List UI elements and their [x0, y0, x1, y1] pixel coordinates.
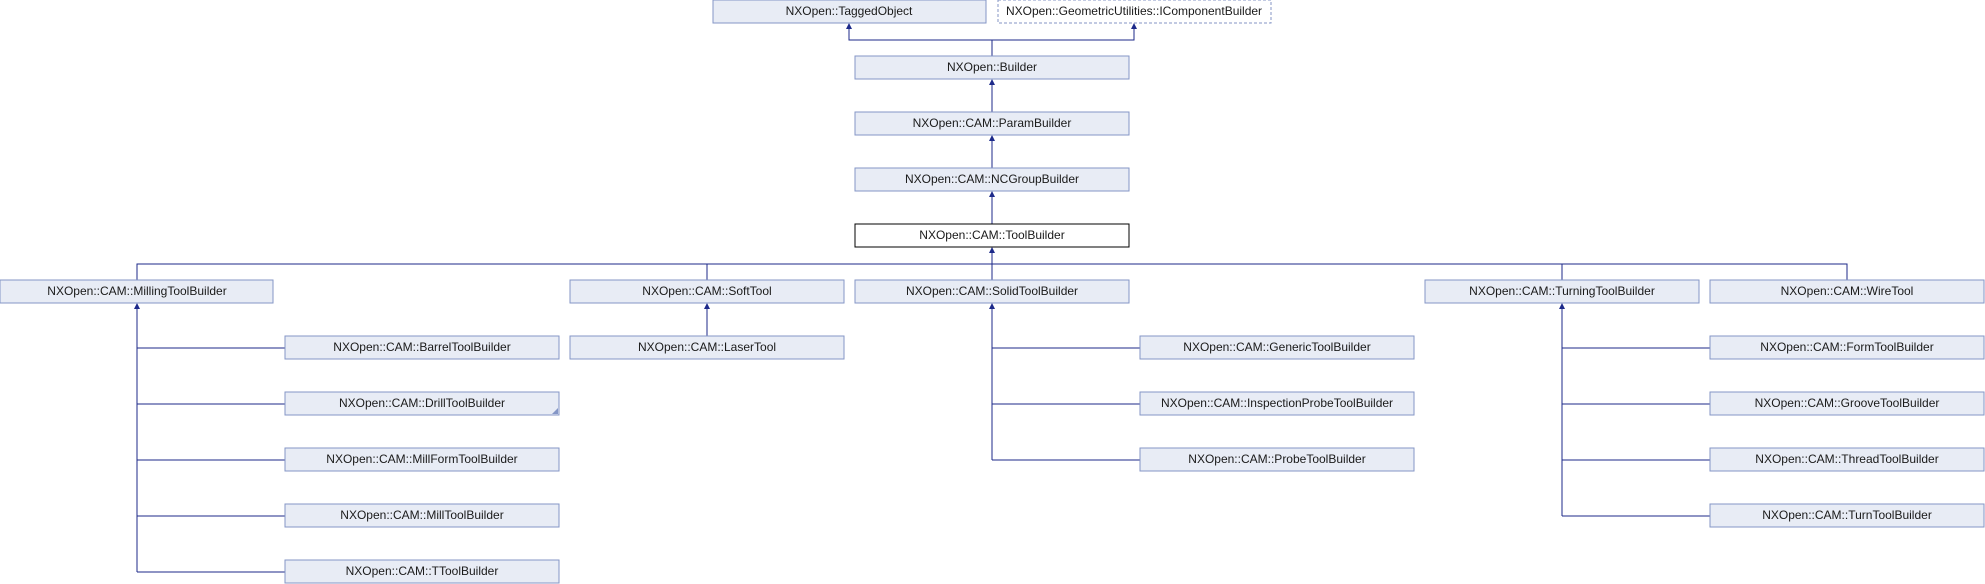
- node-soft-tool[interactable]: NXOpen::CAM::SoftTool: [569, 279, 845, 304]
- node-turning-tool-builder[interactable]: NXOpen::CAM::TurningToolBuilder: [1424, 279, 1700, 304]
- inheritance-edges: [134, 23, 1848, 573]
- node-label: NXOpen::CAM::DrillToolBuilder: [339, 396, 505, 410]
- node-builder[interactable]: NXOpen::Builder: [854, 55, 1130, 80]
- node-label: NXOpen::CAM::SolidToolBuilder: [906, 284, 1078, 298]
- edge-builder-to-icomponentbuilder: [992, 25, 1135, 41]
- node-label: NXOpen::CAM::TurningToolBuilder: [1469, 284, 1655, 298]
- more-children-marker: [552, 408, 558, 414]
- arrowhead-builder: [989, 79, 995, 85]
- node-label: NXOpen::CAM::GenericToolBuilder: [1183, 340, 1370, 354]
- node-form-tool-builder[interactable]: NXOpen::CAM::FormToolBuilder: [1709, 335, 1985, 360]
- node-label: NXOpen::CAM::MillToolBuilder: [340, 508, 503, 522]
- arrowhead-icomponentbuilder: [1131, 23, 1137, 29]
- node-label: NXOpen::CAM::GrooveToolBuilder: [1755, 396, 1940, 410]
- node-label: NXOpen::CAM::FormToolBuilder: [1760, 340, 1933, 354]
- arrowhead-softtool: [704, 303, 710, 309]
- node-milling-tool-builder[interactable]: NXOpen::CAM::MillingToolBuilder: [0, 279, 274, 304]
- node-label: NXOpen::CAM::MillingToolBuilder: [47, 284, 226, 298]
- node-label: NXOpen::CAM::LaserTool: [638, 340, 776, 354]
- node-inspection-probe-tool-builder[interactable]: NXOpen::CAM::InspectionProbeToolBuilder: [1139, 391, 1415, 416]
- node-generic-tool-builder[interactable]: NXOpen::CAM::GenericToolBuilder: [1139, 335, 1415, 360]
- node-label: NXOpen::CAM::BarrelToolBuilder: [333, 340, 510, 354]
- node-tool-builder-current: NXOpen::CAM::ToolBuilder: [854, 223, 1130, 248]
- node-probe-tool-builder[interactable]: NXOpen::CAM::ProbeToolBuilder: [1139, 447, 1415, 472]
- node-label: NXOpen::TaggedObject: [786, 4, 913, 18]
- node-label: NXOpen::CAM::TurnToolBuilder: [1762, 508, 1932, 522]
- arrowhead-solidtoolbuilder: [989, 303, 995, 309]
- node-laser-tool[interactable]: NXOpen::CAM::LaserTool: [569, 335, 845, 360]
- node-turn-tool-builder[interactable]: NXOpen::CAM::TurnToolBuilder: [1709, 503, 1985, 528]
- arrowhead-ncgroupbuilder: [989, 191, 995, 197]
- node-icomponent-builder: NXOpen::GeometricUtilities::IComponentBu…: [997, 0, 1272, 24]
- node-wire-tool[interactable]: NXOpen::CAM::WireTool: [1709, 279, 1985, 304]
- node-groove-tool-builder[interactable]: NXOpen::CAM::GrooveToolBuilder: [1709, 391, 1985, 416]
- node-label: NXOpen::CAM::SoftTool: [642, 284, 771, 298]
- arrowhead-turningtoolbuilder: [1559, 303, 1565, 309]
- node-label: NXOpen::CAM::InspectionProbeToolBuilder: [1161, 396, 1393, 410]
- node-label: NXOpen::CAM::MillFormToolBuilder: [326, 452, 517, 466]
- node-label: NXOpen::CAM::ParamBuilder: [913, 116, 1072, 130]
- node-label: NXOpen::CAM::TToolBuilder: [346, 564, 499, 578]
- node-label: NXOpen::Builder: [947, 60, 1037, 74]
- node-tagged-object[interactable]: NXOpen::TaggedObject: [712, 0, 987, 24]
- node-barrel-tool-builder[interactable]: NXOpen::CAM::BarrelToolBuilder: [284, 335, 560, 360]
- edge-builder-to-taggedobject: [848, 25, 993, 56]
- node-label: NXOpen::GeometricUtilities::IComponentBu…: [1006, 4, 1262, 18]
- node-mill-tool-builder[interactable]: NXOpen::CAM::MillToolBuilder: [284, 503, 560, 528]
- arrowhead-taggedobject: [846, 23, 852, 29]
- node-drill-tool-builder[interactable]: NXOpen::CAM::DrillToolBuilder: [284, 391, 560, 416]
- node-label: NXOpen::CAM::NCGroupBuilder: [905, 172, 1079, 186]
- arrowhead-toolbuilder: [989, 247, 995, 253]
- arrowhead-parambuilder: [989, 135, 995, 141]
- node-mill-form-tool-builder[interactable]: NXOpen::CAM::MillFormToolBuilder: [284, 447, 560, 472]
- node-label: NXOpen::CAM::ToolBuilder: [919, 228, 1064, 242]
- node-t-tool-builder[interactable]: NXOpen::CAM::TToolBuilder: [284, 559, 560, 584]
- arrowhead-millingtoolbuilder: [134, 303, 140, 309]
- node-solid-tool-builder[interactable]: NXOpen::CAM::SolidToolBuilder: [854, 279, 1130, 304]
- node-thread-tool-builder[interactable]: NXOpen::CAM::ThreadToolBuilder: [1709, 447, 1985, 472]
- node-label: NXOpen::CAM::ProbeToolBuilder: [1188, 452, 1365, 466]
- node-param-builder[interactable]: NXOpen::CAM::ParamBuilder: [854, 111, 1130, 136]
- node-label: NXOpen::CAM::ThreadToolBuilder: [1755, 452, 1938, 466]
- node-label: NXOpen::CAM::WireTool: [1781, 284, 1914, 298]
- node-ncgroup-builder[interactable]: NXOpen::CAM::NCGroupBuilder: [854, 167, 1130, 192]
